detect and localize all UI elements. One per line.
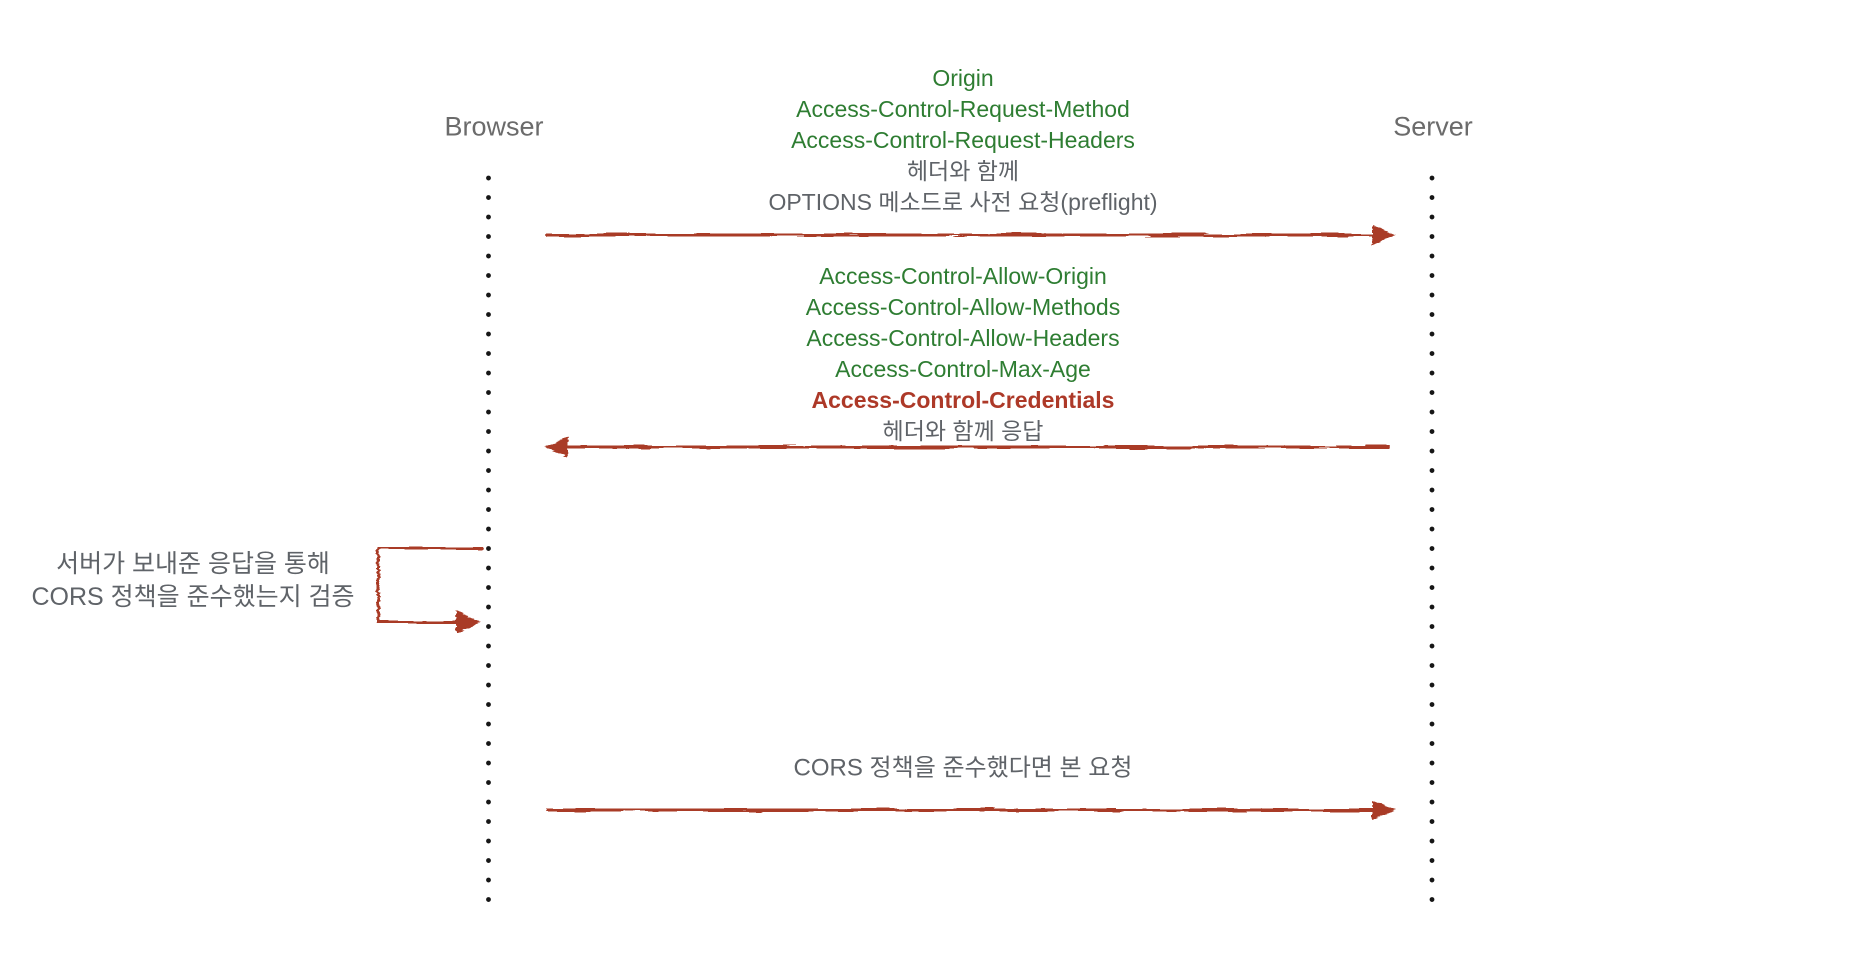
main-request-label: CORS 정책을 준수했다면 본 요청: [793, 754, 1133, 782]
request-note-with: 헤더와 함께: [906, 158, 1020, 184]
request-header-origin: Origin: [932, 65, 994, 91]
request-note-method: OPTIONS 메소드로 사전 요청(preflight): [768, 189, 1158, 215]
validation-note-line2: CORS 정책을 준수했는지 검증: [31, 583, 355, 611]
server-actor-label: Server: [1393, 111, 1473, 142]
request-header-method: Access-Control-Request-Method: [796, 96, 1130, 122]
main-request-arrow: [546, 800, 1396, 820]
validation-note: 서버가 보내준 응답을 통해 CORS 정책을 준수했는지 검증: [31, 548, 354, 614]
validation-note-line1: 서버가 보내준 응답을 통해: [56, 550, 330, 578]
validation-self-loop-arrow: [376, 546, 483, 634]
preflight-response-arrow: [544, 437, 1390, 457]
response-note: 헤더와 함께 응답: [882, 418, 1044, 444]
request-header-headers: Access-Control-Request-Headers: [791, 127, 1135, 153]
response-header-credentials: Access-Control-Credentials: [811, 387, 1115, 413]
preflight-response-message: Access-Control-Allow-Origin Access-Contr…: [806, 261, 1120, 447]
preflight-request-arrow: [546, 225, 1396, 245]
browser-actor-label: Browser: [444, 111, 544, 142]
response-header-allow-methods: Access-Control-Allow-Methods: [805, 294, 1121, 320]
response-header-max-age: Access-Control-Max-Age: [835, 356, 1091, 382]
response-header-allow-origin: Access-Control-Allow-Origin: [819, 263, 1107, 289]
preflight-request-message: Origin Access-Control-Request-Method Acc…: [768, 63, 1157, 218]
response-header-allow-headers: Access-Control-Allow-Headers: [806, 325, 1120, 351]
